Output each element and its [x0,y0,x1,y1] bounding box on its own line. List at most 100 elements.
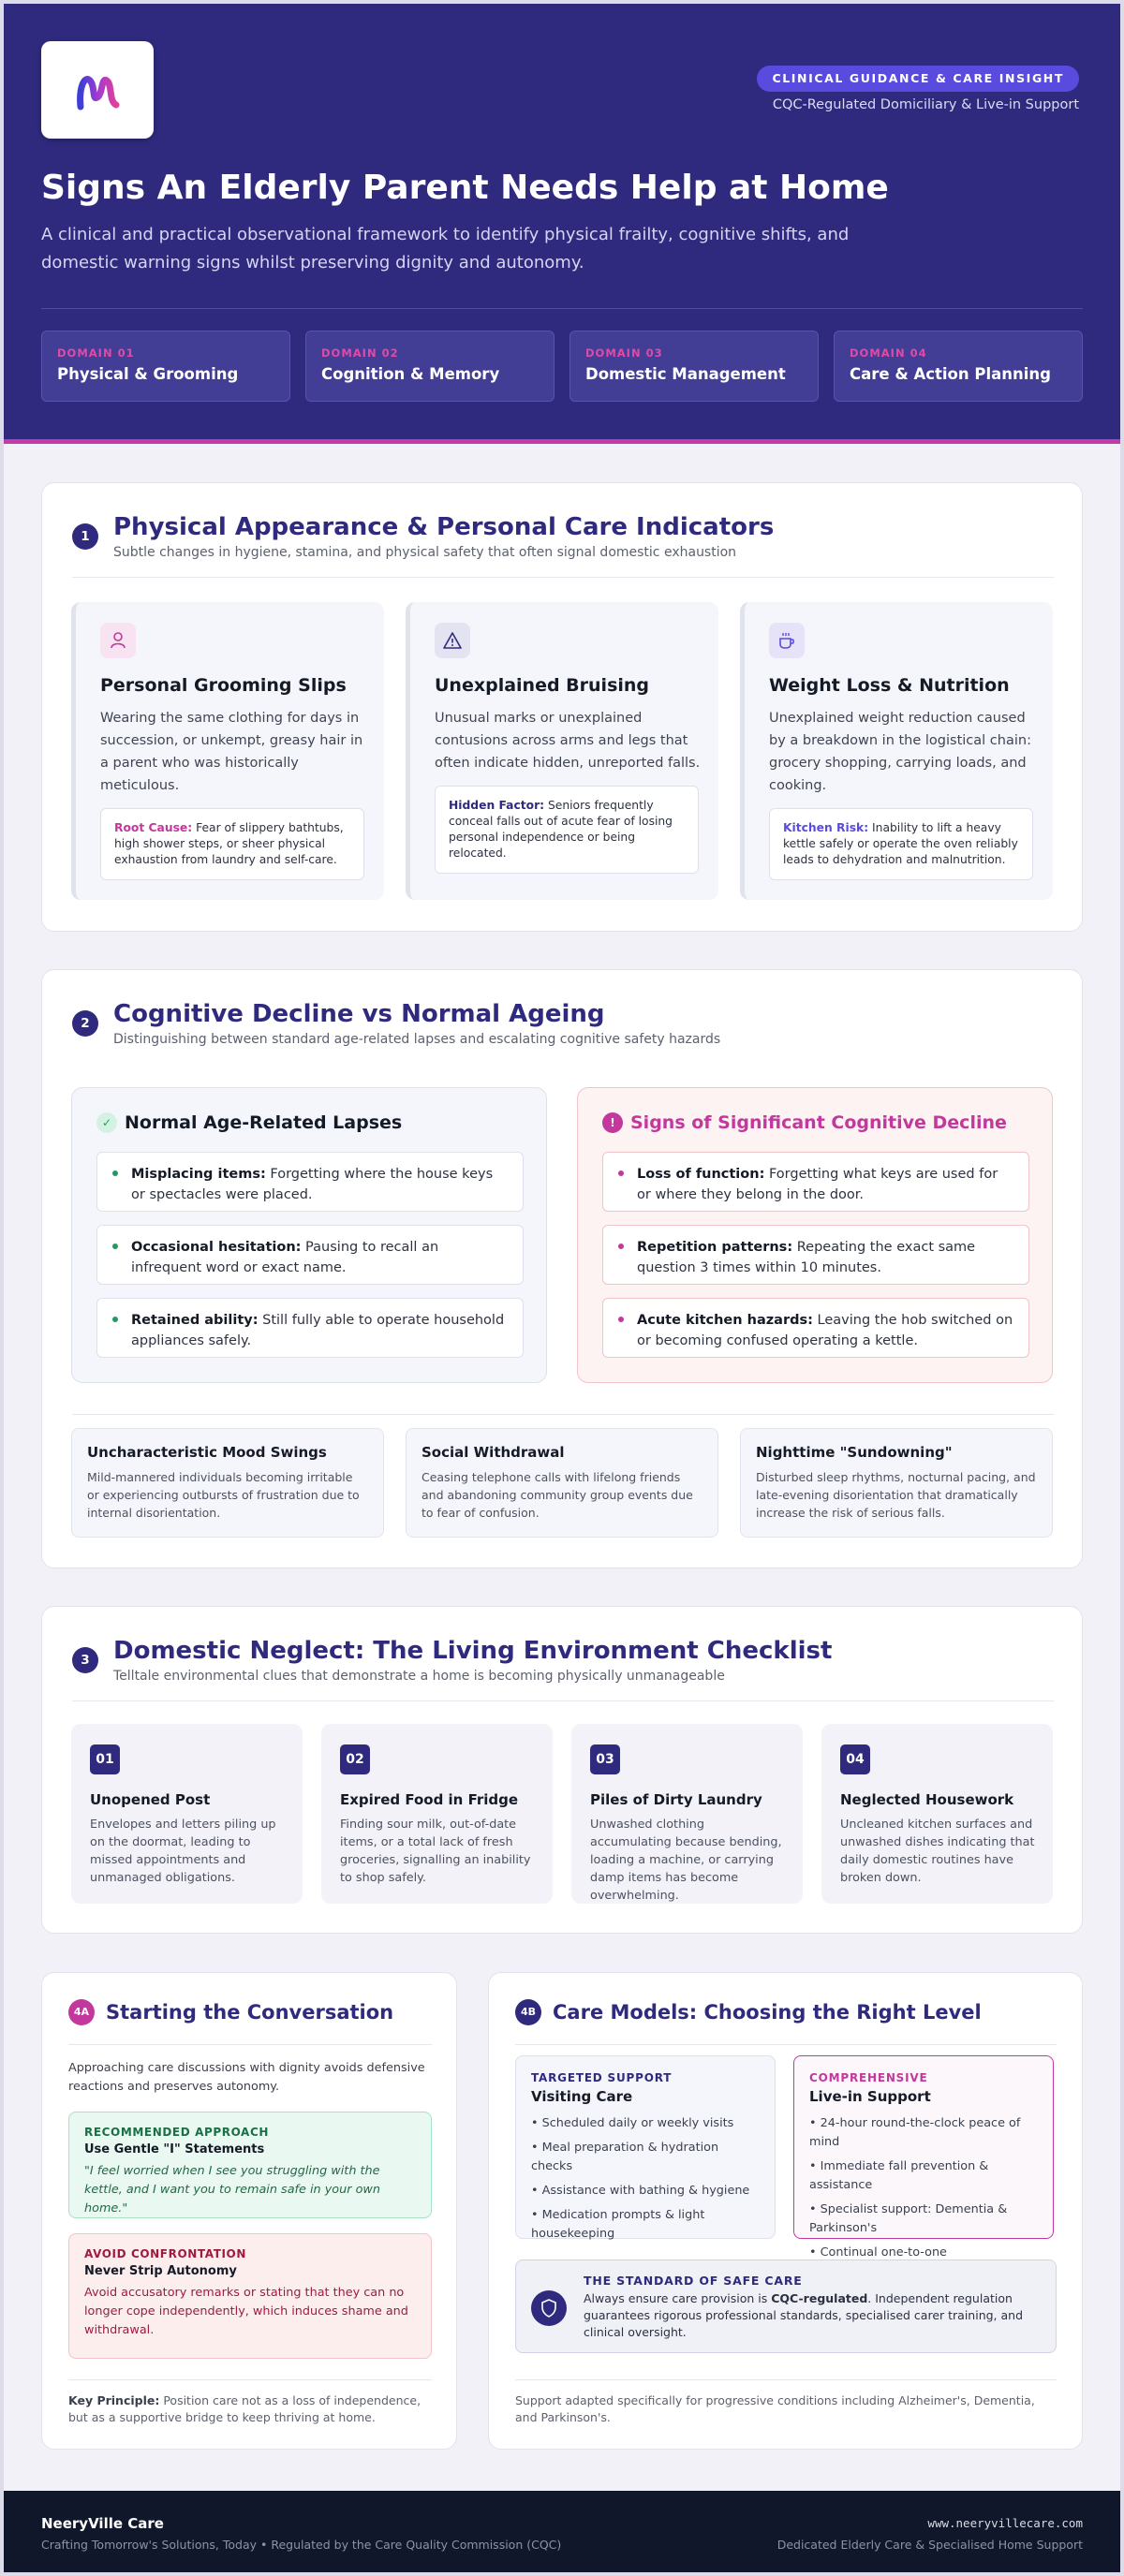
domain-card-3: DOMAIN 03 Domestic Management [569,331,819,402]
list-item: • Specialist support: Dementia & Parkins… [809,2202,1008,2235]
list-item: • Assistance with bathing & hygiene [531,2184,750,2198]
card-text: Disturbed sleep rhythms, nocturnal pacin… [756,1470,1036,1520]
model-features: • 24-hour round-the-clock peace of mind … [809,2114,1038,2281]
standard-text: Always ensure care provision is CQC-regu… [584,2290,1043,2341]
note-label: Root Cause: [114,821,193,834]
item-number: 01 [90,1744,120,1774]
hidden-factor-note: Hidden Factor: Seniors frequently concea… [435,786,699,874]
item-text: Forgetting where the house keys or spect… [131,1167,494,1202]
visiting-care-card: TARGETED SUPPORT Visiting Care • Schedul… [515,2055,776,2241]
item-title: Expired Food in Fridge [340,1791,519,1808]
section-subtitle: Telltale environmental clues that demons… [113,1669,725,1684]
section-title: Care Models: Choosing the Right Level [553,2001,982,2024]
section-divider [68,2379,432,2380]
standard-text-bold: CQC-regulated [771,2291,868,2305]
root-cause-note: Root Cause: Fear of slippery bathtubs, h… [100,808,364,880]
page-title: Signs An Elderly Parent Needs Help at Ho… [41,169,889,207]
model-features: • Scheduled daily or weekly visits • Mea… [531,2114,760,2244]
indicator-card-nutrition: Weight Loss & Nutrition Unexplained weig… [740,602,1053,900]
panel-title: Signs of Significant Cognitive Decline [630,1112,1007,1133]
domain-list: DOMAIN 01 Physical & Grooming DOMAIN 02 Co… [41,331,1083,402]
list-item: Acute kitchen hazards: Leaving the hob s… [602,1298,1029,1358]
tip-title: Use Gentle "I" Statements [84,2142,265,2156]
key-principle: Key Principle: Position care not as a lo… [68,2392,432,2426]
tip-text: "I feel worried when I see you strugglin… [84,2164,380,2215]
clinical-guidance-badge: CLINICAL GUIDANCE & CARE INSIGHT [757,66,1079,92]
item-text: Envelopes and letters piling up on the d… [90,1818,276,1885]
indicator-title: Weight Loss & Nutrition [769,675,1010,696]
item-bold: Acute kitchen hazards: [637,1313,813,1328]
item-title: Piles of Dirty Laundry [590,1791,762,1808]
list-item: Repetition patterns: Repeating the exact… [602,1225,1029,1285]
domain-name: Physical & Grooming [57,365,239,383]
section-number: 2 [72,1010,98,1037]
domain-label: DOMAIN 01 [57,346,135,360]
sundowning-card: Nighttime "Sundowning" Disturbed sleep rh… [740,1428,1053,1538]
item-text: Still fully able to operate household ap… [131,1313,505,1348]
footer-brand: NeeryVille Care [41,2515,164,2532]
section-divider [515,2379,1057,2380]
cognitive-decline-panel: ! Signs of Significant Cognitive Decline… [577,1087,1053,1383]
live-in-support-card: COMPREHENSIVE Live-in Support • 24-hour … [793,2055,1054,2278]
tip-title: Never Strip Autonomy [84,2264,237,2278]
check-icon: ✓ [96,1112,117,1133]
hero-header: CLINICAL GUIDANCE & CARE INSIGHT CQC-Reg… [4,4,1120,444]
indicator-text: Wearing the same clothing for days in su… [100,711,363,793]
standard-title: THE STANDARD OF SAFE CARE [584,2274,803,2288]
domain-name: Domestic Management [585,365,786,383]
item-text: Forgetting what keys are used for or whe… [637,1167,998,1202]
indicator-text: Unusual marks or unexplained contusions … [435,711,701,771]
alert-icon: ! [602,1112,623,1133]
normal-ageing-panel: ✓ Normal Age-Related Lapses Misplacing i… [71,1087,547,1383]
item-title: Neglected Housework [840,1791,1014,1808]
section-title: Starting the Conversation [106,2001,394,2024]
standard-text-pre: Always ensure care provision is [584,2291,772,2305]
list-item: Misplacing items: Forgetting where the h… [96,1152,524,1212]
card-text: Mild-mannered individuals becoming irrit… [87,1470,360,1520]
card-title: Nighttime "Sundowning" [756,1444,953,1461]
section-subtitle: Distinguishing between standard age-rela… [113,1032,721,1047]
model-tag: TARGETED SUPPORT [531,2071,673,2084]
hero-subtitle: CQC-Regulated Domiciliary & Live-in Supp… [772,97,1079,112]
item-number: 02 [340,1744,370,1774]
section-divider [72,1700,1054,1701]
page-description: A clinical and practical observational f… [41,225,850,272]
note-text: Fear of slippery bathtubs, high shower s… [114,821,344,866]
section-conversation: 4A Starting the Conversation Approaching… [41,1972,457,2450]
hero-divider [41,308,1083,309]
footer-website-link[interactable]: www.neeryvillecare.com [927,2516,1083,2530]
section-title: Domestic Neglect: The Living Environment… [113,1637,833,1665]
item-number: 03 [590,1744,620,1774]
recommended-approach: RECOMMENDED APPROACH Use Gentle "I" Stat… [68,2112,432,2218]
domain-name: Cognition & Memory [321,365,500,383]
domain-name: Care & Action Planning [850,365,1051,383]
section-divider [68,2044,432,2045]
list-item: Retained ability: Still fully able to op… [96,1298,524,1358]
footer-subtitle: Crafting Tomorrow's Solutions, Today • R… [41,2538,562,2552]
section-number: 1 [72,523,98,550]
item-bold: Retained ability: [131,1313,259,1328]
kitchen-risk-note: Kitchen Risk: Inability to lift a heavy … [769,808,1033,880]
tip-text: Avoid accusatory remarks or stating that… [84,2286,408,2337]
card-text: Ceasing telephone calls with lifelong fr… [422,1470,693,1520]
domain-label: DOMAIN 03 [585,346,663,360]
item-text: Unwashed clothing accumulating because b… [590,1818,782,1903]
section-care-models: 4B Care Models: Choosing the Right Level… [488,1972,1083,2450]
standard-text-post: . Independent regulation guarantees rigo… [584,2291,1024,2339]
list-item: Loss of function: Forgetting what keys a… [602,1152,1029,1212]
section-number: 3 [72,1647,98,1673]
domain-label: DOMAIN 02 [321,346,399,360]
list-item: • Scheduled daily or weekly visits [531,2116,734,2130]
list-item: • Meal preparation & hydration checks [531,2141,719,2173]
section-number: 4B [515,1999,541,2025]
section-title: Cognitive Decline vs Normal Ageing [113,1000,605,1028]
card-title: Social Withdrawal [422,1444,565,1461]
note-label: Kitchen Risk: [783,821,869,834]
model-title: Live-in Support [809,2088,931,2105]
item-number: 04 [840,1744,870,1774]
safe-care-standard: THE STANDARD OF SAFE CARE Always ensure … [515,2260,1057,2353]
